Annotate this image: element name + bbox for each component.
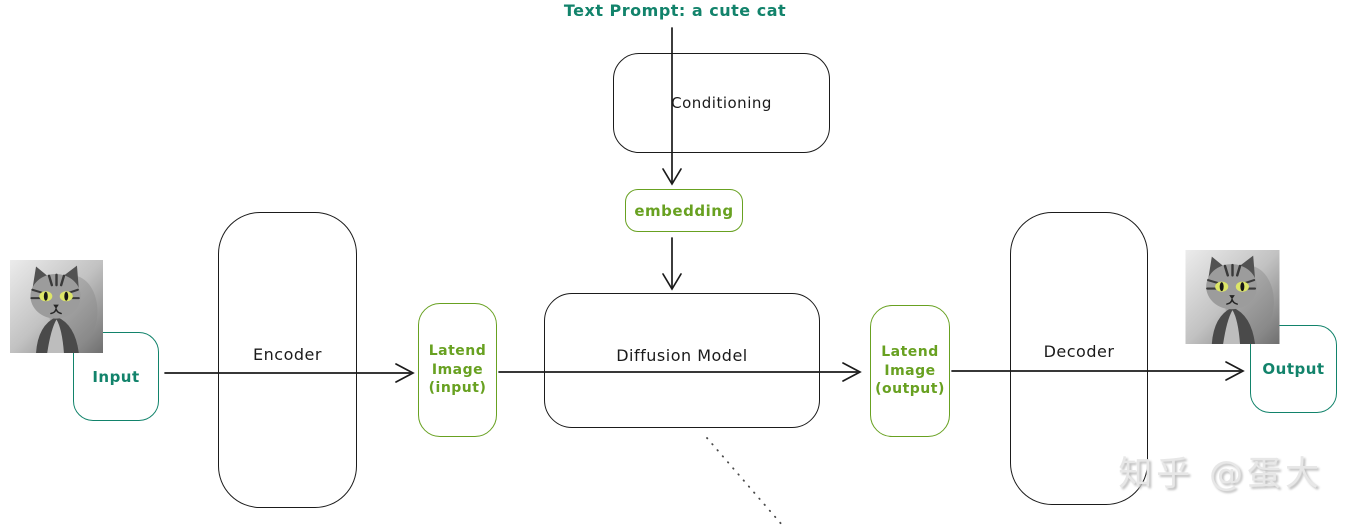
embedding-label: embedding [634, 201, 734, 220]
latent-image-output-label: Latend Image (output) [875, 343, 945, 398]
text-prompt-label: Text Prompt: a cute cat [563, 1, 787, 20]
arrowhead-right-2 [842, 362, 862, 382]
zhihu-watermark: 知乎 @蛋大 [1118, 454, 1323, 494]
dotted-callout-line [706, 437, 784, 527]
output-node: Output [1250, 325, 1337, 413]
latent-image-input-label: Latend Image (input) [428, 342, 487, 397]
input-cat-image [10, 260, 103, 353]
arrowhead-right-1 [395, 363, 415, 383]
diffusion-model-label: Diffusion Model [616, 346, 748, 365]
output-label: Output [1262, 360, 1325, 378]
encoder-node: Encoder [218, 212, 357, 508]
arrowhead-down-1 [662, 168, 682, 186]
embedding-node: embedding [625, 189, 743, 232]
conditioning-node: Conditioning [613, 53, 830, 153]
diffusion-model-node: Diffusion Model [544, 293, 820, 428]
arrowhead-right-3 [1225, 361, 1245, 381]
latent-image-output-node: Latend Image (output) [870, 305, 950, 437]
decoder-node: Decoder [1010, 212, 1148, 505]
output-cat-image [1185, 250, 1280, 344]
input-node: Input [73, 332, 159, 421]
arrowhead-down-2 [662, 273, 682, 291]
input-label: Input [92, 367, 140, 386]
conditioning-label: Conditioning [671, 94, 772, 112]
encoder-label: Encoder [253, 344, 322, 364]
decoder-label: Decoder [1043, 342, 1115, 361]
latent-image-input-node: Latend Image (input) [418, 303, 497, 437]
